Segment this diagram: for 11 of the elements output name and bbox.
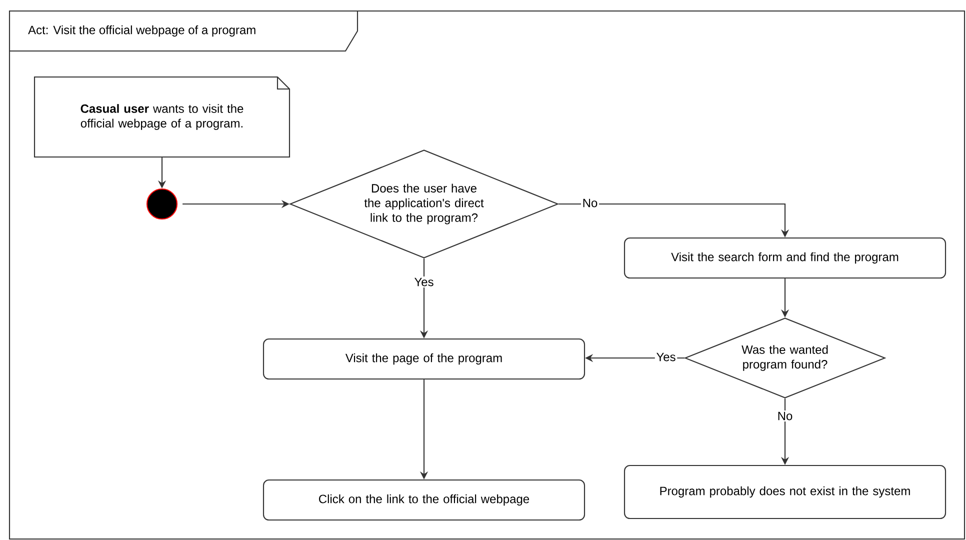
initial-node [146,188,178,220]
note-box: Casual user wants to visit the official webpage of a program. [34,76,290,158]
action-box: Program probably does not exist in the system [624,464,946,520]
edge-label: Yes [654,352,678,363]
action-box: Visit the search form and find the program [624,237,946,279]
action-box: Visit the page of the program [262,338,586,380]
edge-label: No [776,410,794,422]
action-box: Click on the link to the official webpage [262,479,586,521]
edge-label: Yes [412,276,436,288]
frame-title: Act: Visit the official webpage of a program [10,11,358,52]
edge-label: No [581,197,599,209]
